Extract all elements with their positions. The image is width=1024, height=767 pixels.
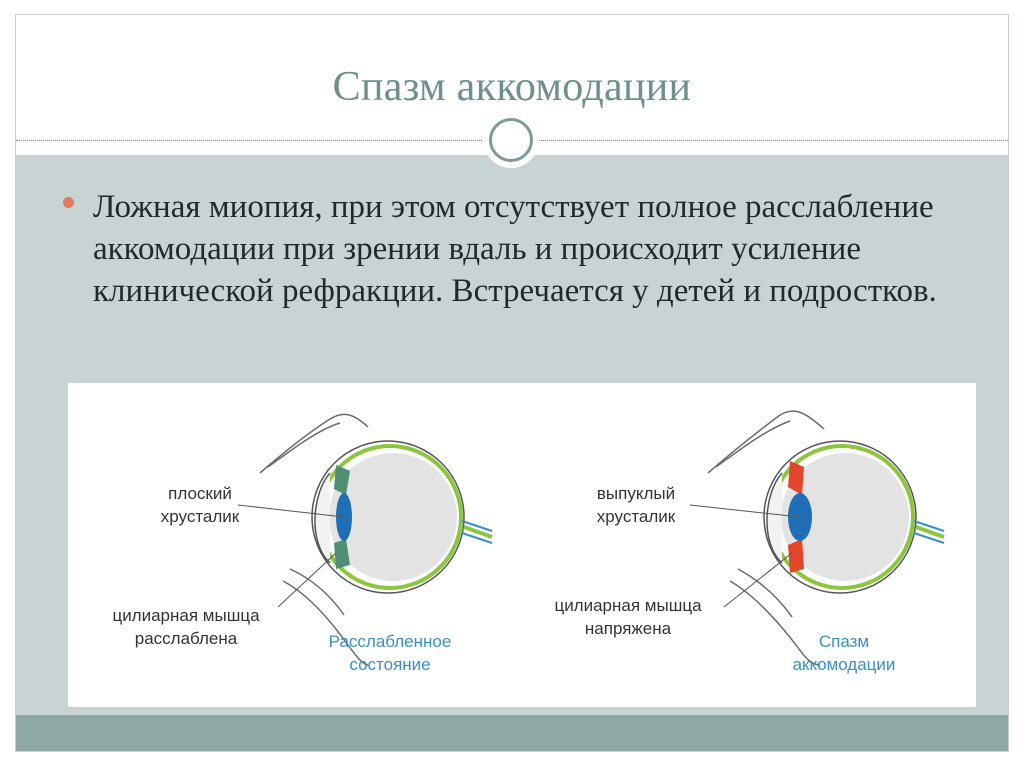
eye-diagram-svg: плоский хрусталик цилиарная мышца рассла… bbox=[112, 410, 945, 674]
eye-diagram: плоский хрусталик цилиарная мышца рассла… bbox=[68, 383, 976, 707]
right-state-label-1: Спазм bbox=[819, 632, 869, 651]
left-state-label-1: Расслабленное bbox=[329, 632, 452, 651]
right-lens-label-2: хрусталик bbox=[597, 507, 676, 526]
right-lens-label-1: выпуклый bbox=[597, 484, 675, 503]
divider-ring-icon bbox=[483, 112, 539, 168]
bullet-dot-icon bbox=[63, 197, 74, 208]
bullet-text: Ложная миопия, при этом отсутствует полн… bbox=[93, 189, 937, 309]
right-muscle-label-1: цилиарная мышца bbox=[554, 596, 702, 615]
right-muscle-label-2: напряжена bbox=[585, 619, 672, 638]
left-lens-label-2: хрусталик bbox=[161, 507, 240, 526]
left-muscle-label-1: цилиарная мышца bbox=[112, 606, 260, 625]
eye-left bbox=[237, 413, 493, 666]
right-state-label-2: аккомодации bbox=[793, 655, 896, 674]
footer-bar bbox=[16, 715, 1008, 751]
eye-right bbox=[689, 410, 945, 666]
slide-title: Спазм аккомодации bbox=[332, 64, 692, 110]
divider-ring-inner bbox=[489, 118, 533, 162]
left-lens-label-1: плоский bbox=[168, 484, 232, 503]
left-muscle-label-2: расслаблена bbox=[135, 629, 238, 648]
left-state-label-2: состояние bbox=[349, 655, 430, 674]
